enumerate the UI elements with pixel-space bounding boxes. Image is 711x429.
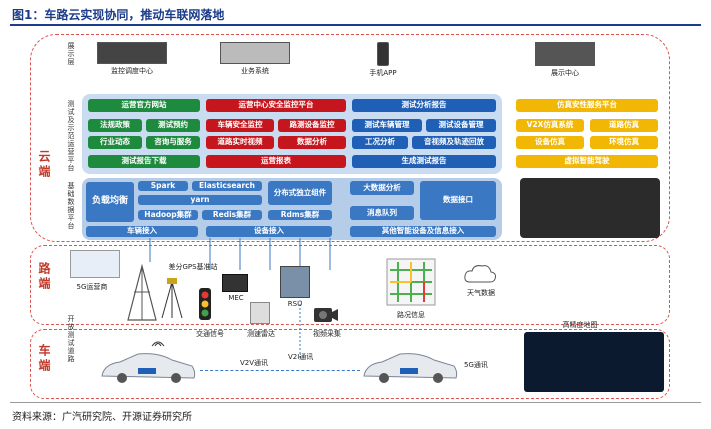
- monitor-wall-icon: [97, 42, 167, 64]
- tower-icon: [127, 263, 157, 321]
- official-site-box: 运营官方网站: [88, 99, 200, 112]
- server-rack-icon: [220, 42, 290, 64]
- phone-icon: [377, 42, 389, 66]
- display-center-label: 展示中心: [551, 69, 579, 77]
- virtual-driving-box: 虚拟智能驾驶: [516, 155, 658, 168]
- weather-label: 天气数据: [467, 289, 495, 297]
- wireless-signal-icon: [151, 341, 165, 347]
- traffic-light-icon: [199, 288, 211, 320]
- yellow-item-0: V2X仿真系统: [516, 119, 584, 132]
- elasticsearch-box: Elasticsearch: [192, 181, 262, 191]
- other-access-box: 其他智能设备及信息接入: [350, 226, 496, 237]
- red-item-2: 道路实时视频: [206, 136, 274, 149]
- blue-item-3: 音视频及轨迹回放: [412, 136, 496, 149]
- bigdata-box: 大数据分析: [350, 181, 414, 195]
- data-api-box: 数据接口: [420, 181, 496, 220]
- cloud-region-label: 云端: [37, 150, 51, 180]
- red-item-3: 数据分析: [278, 136, 346, 149]
- traffic-signal-label: 交通信号: [196, 330, 224, 338]
- title-rule: [10, 24, 701, 26]
- blue-item-2: 工况分析: [352, 136, 408, 149]
- hd-map-image: [524, 332, 664, 392]
- base-platform-label: 基础数据平台: [67, 182, 75, 230]
- mobile-app: 手机APP: [358, 42, 408, 78]
- simulation-platform-box: 仿真安性服务平台: [516, 99, 658, 112]
- display-screen-icon: [535, 42, 595, 66]
- control-room-image: [520, 178, 660, 238]
- spark-box: Spark: [138, 181, 188, 191]
- road-region: [30, 245, 670, 325]
- radar-icon: [250, 302, 270, 324]
- rsu-label: RSU: [287, 300, 303, 308]
- load-balance-box: 负载均衡: [86, 182, 134, 222]
- red-item-0: 车辆安全监控: [206, 119, 274, 132]
- hd-map-label: 高精度地图: [562, 321, 598, 329]
- figure-title: 图1：车路云实现协同，推动车联网落地: [12, 8, 225, 22]
- display-center: 展示中心: [530, 42, 600, 78]
- camera-icon: [314, 308, 338, 322]
- traffic-map-icon: [386, 258, 436, 306]
- traffic-info-label: 路况信息: [397, 311, 425, 319]
- yellow-item-1: 道路仿真: [590, 119, 658, 132]
- radar-label: 测速雷达: [247, 330, 275, 338]
- car-region-label: 车端: [37, 344, 51, 374]
- test-analysis-box: 测试分析报告: [352, 99, 496, 112]
- v2v-label: V2V通讯: [240, 359, 269, 367]
- gps-station-label: 差分GPS基准站: [168, 263, 218, 271]
- green-item-3: 咨询与服务: [146, 136, 200, 149]
- gps-tripod-icon: [161, 278, 183, 319]
- monitor-center-label: 监控调度中心: [111, 67, 153, 75]
- cloud-region: [30, 34, 670, 242]
- fiveg-operator-label: 5G运营商: [76, 283, 108, 291]
- distributed-box: 分布式独立组件: [268, 181, 332, 205]
- rdms-box: Rdms集群: [268, 210, 332, 220]
- yellow-item-3: 环境仿真: [590, 136, 658, 149]
- mq-box: 消息队列: [350, 206, 414, 220]
- red-item-1: 路测设备监控: [278, 119, 346, 132]
- test-car-left-icon: [101, 353, 196, 383]
- fiveg-operator-image: [70, 250, 120, 278]
- generate-report-box: 生成测试报告: [352, 155, 496, 168]
- hadoop-box: Hadoop集群: [138, 210, 198, 220]
- mobile-app-label: 手机APP: [369, 69, 397, 77]
- figure-source: 资料来源：广汽研究院、开源证券研究所: [12, 412, 192, 423]
- report-download-box: 测试报告下载: [88, 155, 200, 168]
- mec-server-icon: [222, 274, 248, 292]
- open-test-road-label: 开放测试道路: [67, 315, 75, 363]
- monitor-center: 监控调度中心: [92, 42, 172, 76]
- v2i-label: V2I通讯: [288, 353, 314, 361]
- blue-item-0: 测试车辆管理: [352, 119, 422, 132]
- yarn-box: yarn: [138, 195, 262, 205]
- device-access-box: 设备接入: [206, 226, 332, 237]
- ops-report-box: 运营报表: [206, 155, 346, 168]
- business-system-label: 业务系统: [241, 67, 269, 75]
- green-item-1: 测试预约: [146, 119, 200, 132]
- road-region-label: 路端: [37, 262, 51, 292]
- yellow-item-2: 设备仿真: [516, 136, 584, 149]
- blue-item-1: 测试设备管理: [426, 119, 496, 132]
- redis-box: Redis集群: [202, 210, 262, 220]
- safety-monitor-box: 运营中心安全监控平台: [206, 99, 346, 112]
- cloud-weather-icon: [464, 265, 496, 283]
- test-car-right-icon: [363, 353, 458, 383]
- mec-label: MEC: [228, 294, 244, 302]
- fiveg-comm-label: 5G通讯: [464, 361, 488, 369]
- car-region: [30, 329, 670, 399]
- green-item-2: 行业动态: [88, 136, 142, 149]
- camera-label: 视频采集: [313, 330, 341, 338]
- v2v-link: [200, 370, 360, 371]
- test-platform-label: 测试及示范运营平台: [67, 100, 75, 172]
- rsu-icon: [280, 266, 310, 298]
- display-layer-label: 展示层: [67, 42, 75, 66]
- bottom-rule: [10, 402, 701, 403]
- green-item-0: 法规政策: [88, 119, 142, 132]
- vehicle-access-box: 车辆接入: [86, 226, 198, 237]
- business-system: 业务系统: [215, 42, 295, 76]
